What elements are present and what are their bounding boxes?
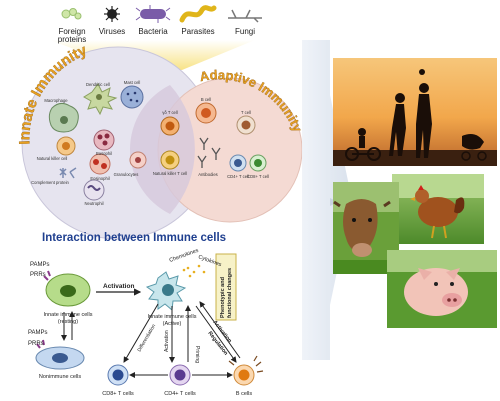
natural-killer-t-cell-icon <box>160 150 180 170</box>
neutrophil-icon <box>83 179 105 201</box>
innate-cell-label: Eosinophil <box>90 176 109 181</box>
cd8-t-cell <box>107 364 129 386</box>
pamps-lower-label: PAMPs <box>28 330 48 336</box>
interaction-title: Interaction between Immune cells <box>42 232 226 244</box>
active-innate-cell <box>145 271 187 311</box>
nonimmune-cell <box>35 339 85 370</box>
pathogen-label: Bacteria <box>138 27 168 36</box>
cow-photo <box>333 182 399 274</box>
resting-innate-cell <box>43 270 91 307</box>
phenotypic-label: Phenotypic and <box>220 277 226 318</box>
gamma-delta-t-cell-icon <box>160 116 180 136</box>
adaptive-cell-label: T cell <box>241 110 251 115</box>
chicken-photo <box>392 174 484 244</box>
cd4-label: CD4+ T cells <box>164 391 196 397</box>
resting-cell-label: Innate immune cells <box>44 312 93 318</box>
bacteria-icon <box>135 5 171 23</box>
innate-cell-label: Complement protein <box>31 180 69 185</box>
pathogen-label: Foreign <box>58 27 85 36</box>
complement-protein-icon <box>59 167 77 179</box>
innate-cell-label: Dendritic cell <box>86 82 110 87</box>
eosinophil-icon <box>89 153 111 175</box>
dendritic-cell-icon <box>83 83 118 116</box>
nonimmune-label: Nonimmune cells <box>39 374 81 380</box>
basophil-icon <box>93 129 115 151</box>
bcells-label: B cells <box>236 391 252 397</box>
innate-cell-label: Basophil <box>96 151 112 156</box>
innate-cell-label: Granulocytes <box>114 172 139 177</box>
natural-killer-cell-icon <box>56 136 76 156</box>
granulocyte-icon <box>129 151 147 169</box>
differentiation-label: Differentiation <box>137 323 158 353</box>
phenotypic-label: functional changes <box>227 268 233 318</box>
innate-cell-label: Natural killer cell <box>37 156 68 161</box>
virus-icon <box>104 6 120 22</box>
parasite-icon <box>179 5 217 23</box>
activation-bcell-arrow <box>195 305 237 363</box>
differentiation-arrow <box>123 303 159 363</box>
interaction-diagram: PAMPsPRRsActivationChemokinesCytokinesPh… <box>28 248 264 397</box>
overlap-cell-label: Natural killer T cell <box>153 171 187 176</box>
adaptive-cell-label: B cell <box>201 97 211 102</box>
pathogen-label: Parasites <box>181 27 214 36</box>
adaptive-cell-label: Antibodies <box>198 172 218 177</box>
overlap-region <box>129 85 195 214</box>
cd4-t-cell <box>169 364 191 386</box>
activation-v-label: Activation <box>164 330 170 352</box>
adaptive-cell-label: CD8+ T cell <box>247 174 269 179</box>
pamps-label: PAMPs <box>30 262 50 268</box>
cytokine-dots <box>182 264 206 278</box>
mast-cell-icon <box>120 85 144 109</box>
chemokines-label: Chemokines <box>169 248 200 264</box>
pathogen-label: Viruses <box>99 27 126 36</box>
innate-cell-label: Neutrophil <box>84 201 103 206</box>
b-cell-icon <box>195 102 217 124</box>
antibodies-icon <box>197 137 221 168</box>
cd4-t-cell-icon <box>229 154 247 172</box>
prrs-label: PRRs <box>30 272 46 278</box>
activation-label: Activation <box>103 283 134 290</box>
t-cell-icon <box>236 115 256 135</box>
b-cells <box>228 355 264 386</box>
innate-cell-label: Macrophage <box>44 98 68 103</box>
immunity-venn: Innate Immunity Adaptive Immunity <box>16 41 306 240</box>
overlap-cell-label: γδ T cell <box>162 110 178 115</box>
innate-cell-label: Mast cell <box>124 80 141 85</box>
phenotypic-changes-box <box>215 253 237 321</box>
cd8-label: CD8+ T cells <box>102 391 134 397</box>
priming-label: Priming <box>194 346 200 363</box>
resting-cell-label: (resting) <box>58 319 78 325</box>
big-right-arrow <box>302 40 352 360</box>
macrophage-icon <box>48 102 79 133</box>
cd8-t-cell-icon <box>249 154 267 172</box>
foreign-proteins-icon <box>61 8 82 20</box>
pathogen-label: proteins <box>58 35 86 44</box>
fungi-icon <box>228 9 262 23</box>
active-cell-label: (Active) <box>163 321 182 327</box>
adaptive-cell-label: CD4+ T cell <box>227 174 249 179</box>
active-cell-label: Innate immune cells <box>148 314 197 320</box>
regulation-arrow <box>199 301 241 359</box>
pig-photo <box>387 250 497 328</box>
pathogen-label: Fungi <box>235 27 255 36</box>
family-silhouette-photo <box>333 58 497 166</box>
prrs-lower-label: PRRs <box>28 341 44 347</box>
